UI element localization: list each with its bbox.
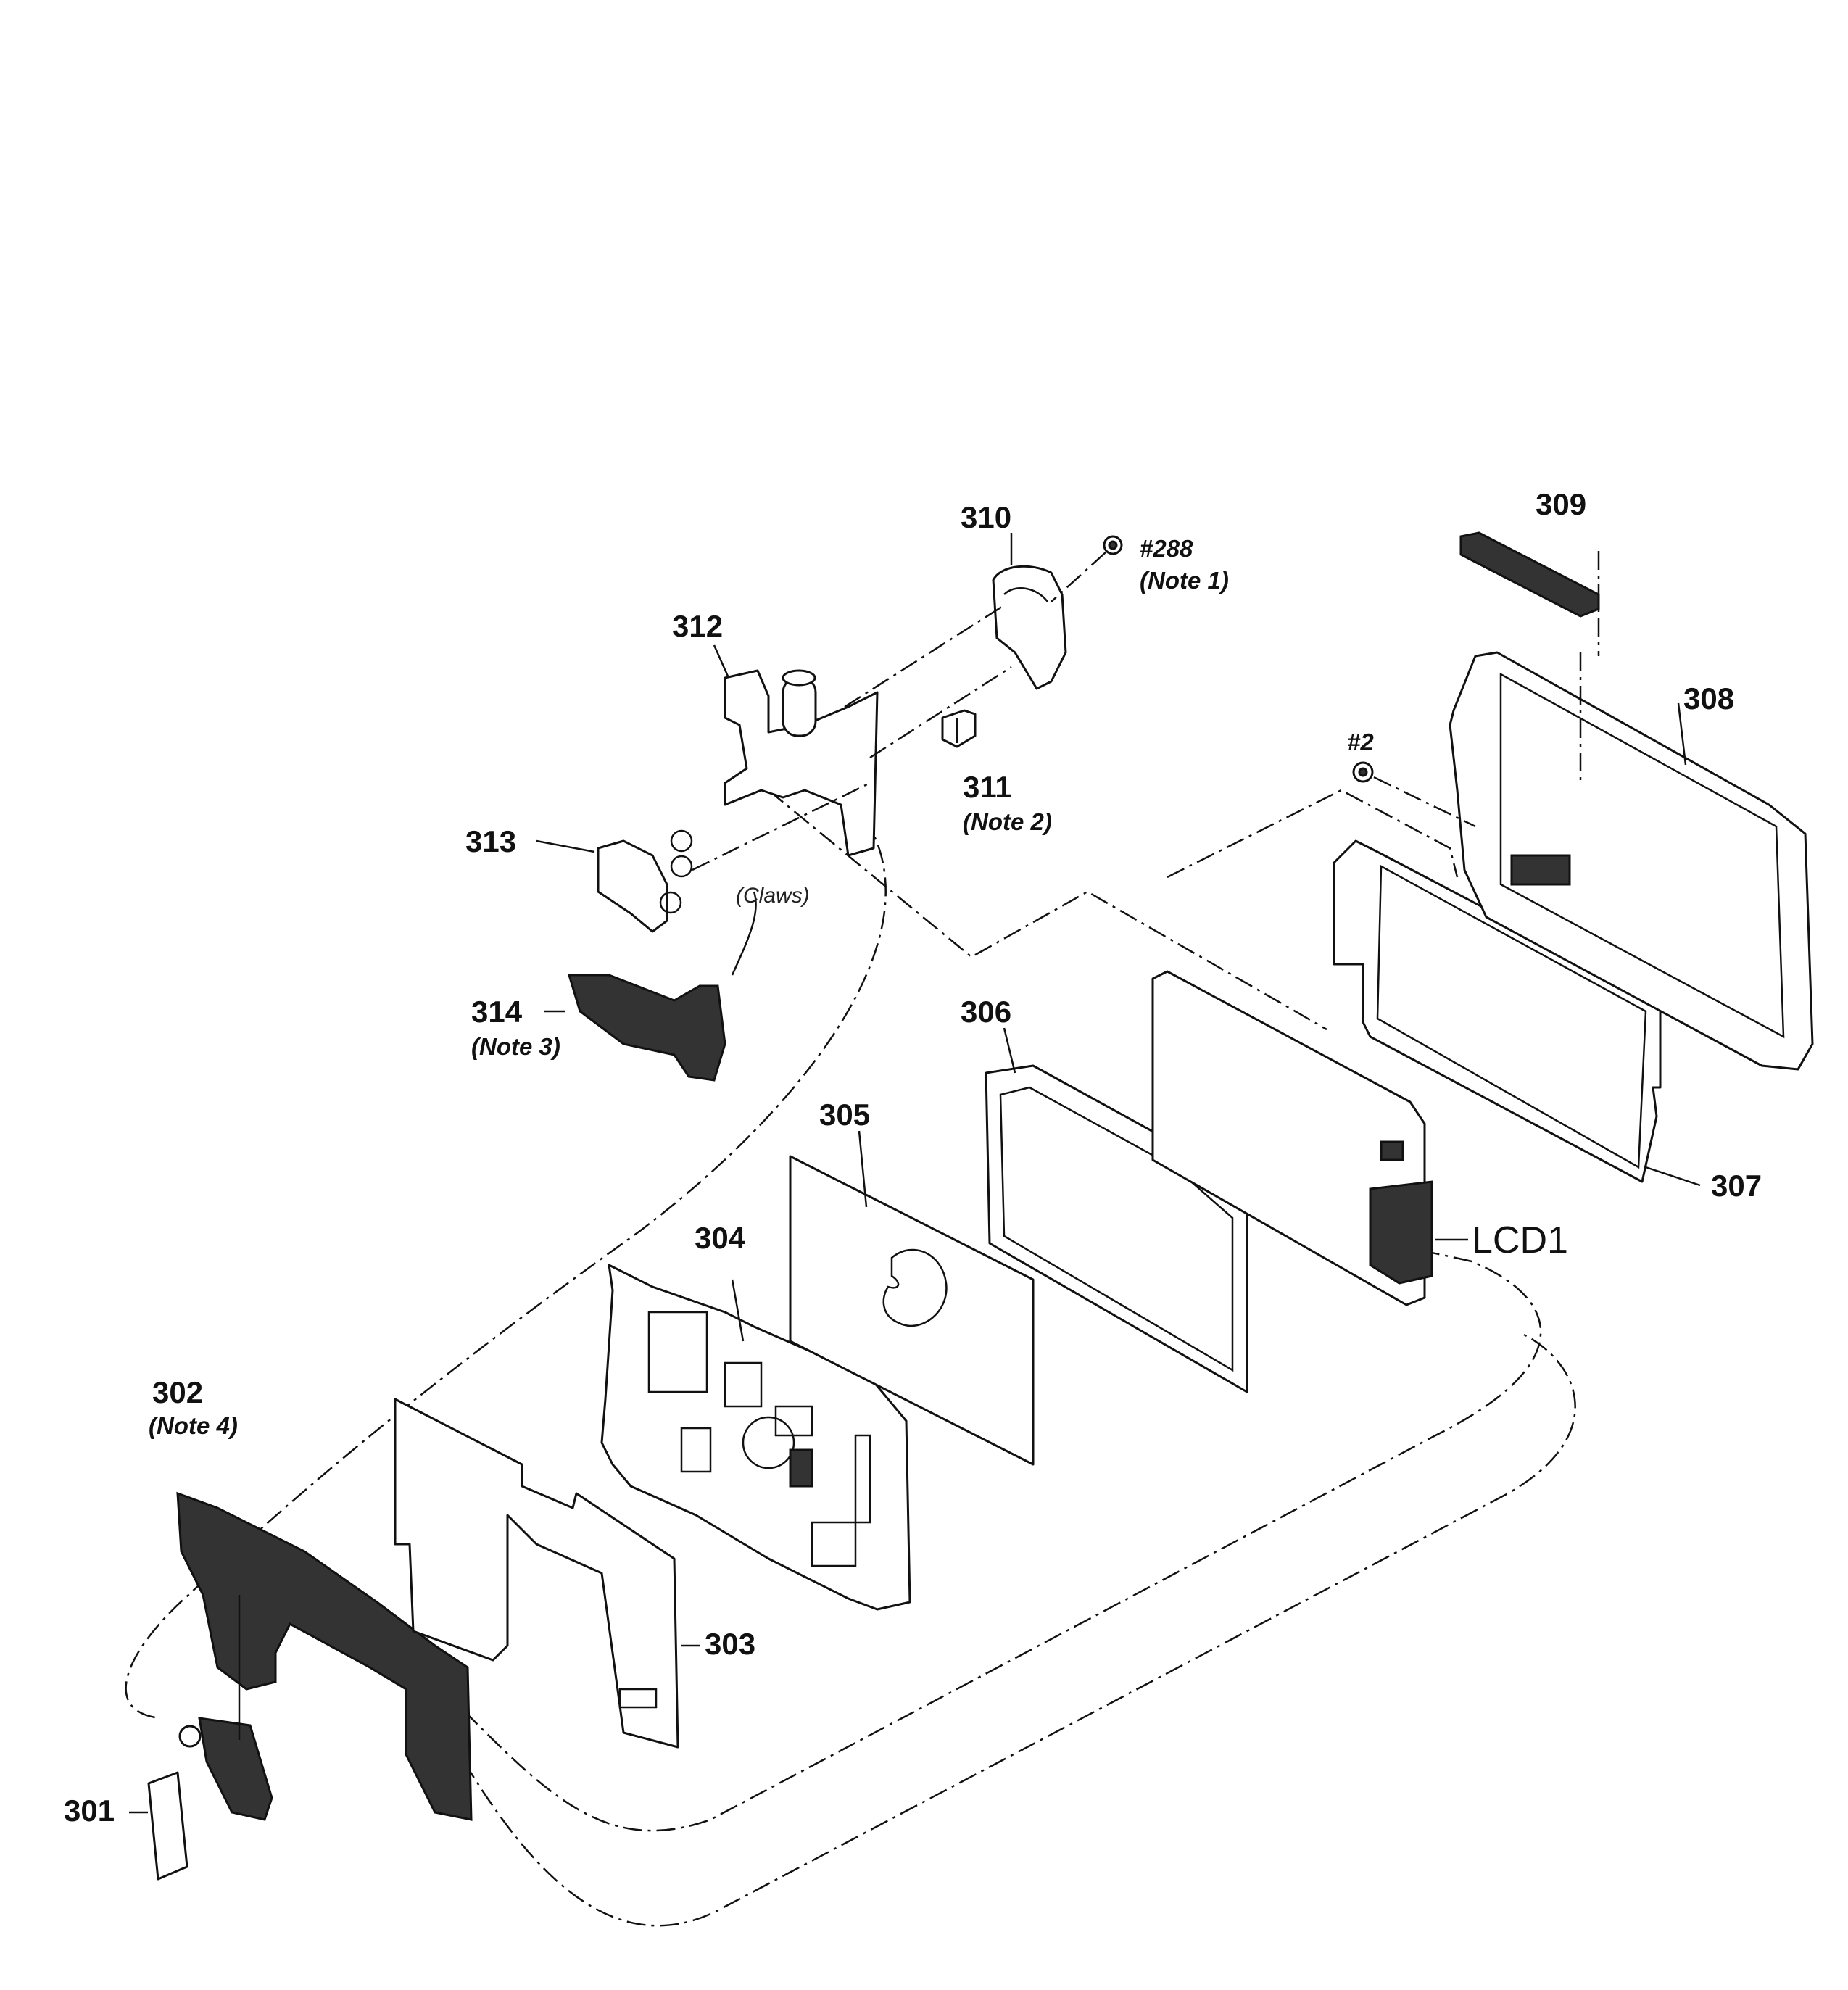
part-312-hinge-assembly [713,604,1012,857]
label-303: 303 [705,1627,755,1661]
callout-labels: 301 302 (Note 4) 303 304 305 306 307 308… [64,487,1762,1828]
note-3: (Note 3) [471,1033,560,1060]
part-309-button-strip [1459,531,1600,783]
note-4: (Note 4) [149,1412,238,1439]
label-308: 308 [1683,681,1734,716]
note-2: (Note 2) [963,808,1052,835]
note-1: (Note 1) [1140,567,1229,594]
screw-2-icon [1352,761,1476,828]
label-309: 309 [1536,487,1586,521]
label-311: 311 [963,770,1012,804]
label-307: 307 [1711,1169,1762,1203]
label-301: 301 [64,1794,115,1828]
label-304: 304 [695,1221,746,1255]
label-314: 314 [471,995,523,1029]
part-314-flex-board [544,891,757,1082]
label-lcd1: LCD1 [1472,1219,1568,1261]
part-301-sheet [129,1771,188,1881]
part-313-clip-bracket [536,782,871,933]
part-303-insulation-sheet [394,1398,700,1749]
label-312: 312 [672,609,723,643]
label-claws: (Claws) [736,884,810,908]
part-304-metal-frame [600,1264,911,1611]
label-screw-288: #288 [1140,535,1193,562]
part-308-rear-cabinet [1449,651,1814,1071]
part-305-sheet [789,1130,1035,1466]
screw-288-icon [1051,535,1123,602]
part-302-main-board [176,1491,473,1821]
label-306: 306 [961,995,1011,1029]
part-lcd1-panel [1151,970,1468,1306]
part-310-hinge-cover [992,533,1067,690]
label-screw-2: #2 [1347,729,1374,755]
label-313: 313 [465,824,516,858]
part-311-block [941,709,977,748]
label-310: 310 [961,500,1011,534]
label-305: 305 [819,1098,870,1132]
label-302: 302 [152,1375,203,1409]
